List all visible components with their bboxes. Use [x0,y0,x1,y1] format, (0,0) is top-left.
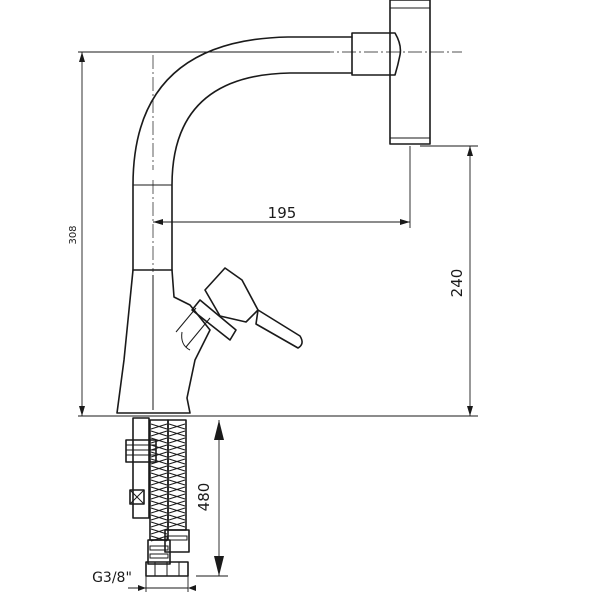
dimension-overall-height: 308 [68,51,330,416]
dimension-outlet-height: 240 [420,145,478,416]
hose-length-label: 480 [195,483,213,512]
spout-reach-label: 195 [268,204,297,222]
faucet-body [116,269,211,414]
swivel-spout [132,36,353,272]
dimension-spout-reach: 195 [153,146,411,228]
outlet-height-label: 240 [448,269,466,298]
connection-thread-label: G3/8" [92,570,132,586]
spray-head [351,0,431,145]
center-lines [152,51,462,170]
mounting-shank [125,417,157,519]
flexible-hose-left [147,419,171,565]
dimension-hose-length: 480 [195,420,228,577]
flexible-hose-right [164,419,190,553]
hose-nut [145,561,189,577]
dimension-connection-thread: G3/8" [92,570,196,592]
overall-height-label: 308 [68,225,79,244]
lever-handle [175,267,303,351]
